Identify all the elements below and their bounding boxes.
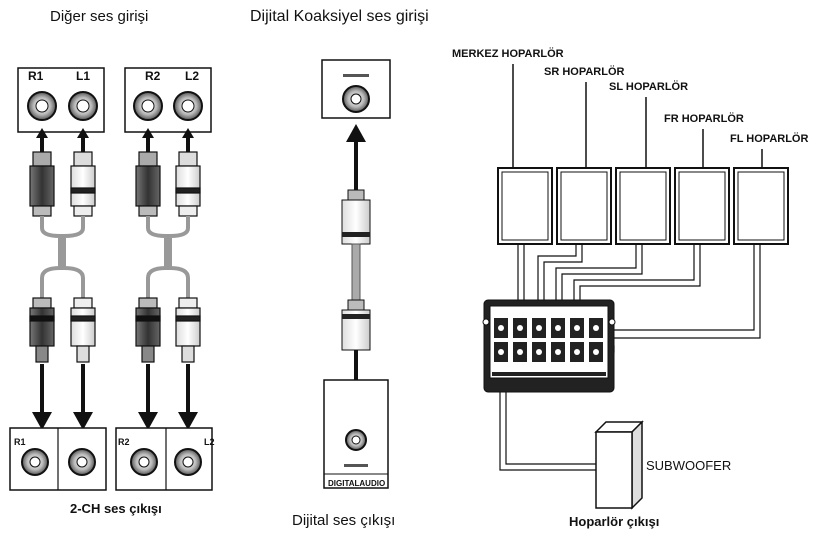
coax-input-panel [321, 59, 391, 119]
fr-speaker-label: FR HOPARLÖR [664, 113, 744, 125]
analog-output-panel-2 [115, 427, 213, 491]
digital-audio-panel-label: DIGITALAUDIO [328, 479, 386, 488]
output-arrows [32, 364, 198, 430]
subwoofer-box [594, 420, 644, 510]
coax-cable [341, 124, 371, 416]
fl-speaker-label: FL HOPARLÖR [730, 133, 809, 145]
two-ch-output-title: 2-CH ses çıkışı [70, 501, 162, 516]
upper-rca-plugs [29, 151, 201, 217]
analog-input-panel-2 [124, 67, 212, 133]
analog-cables [40, 216, 190, 298]
jack-label-r1: R1 [28, 69, 44, 83]
speaker-wires [499, 244, 761, 471]
speaker-boxes [497, 167, 789, 245]
jack-label-r2: R2 [145, 69, 161, 83]
out-jack-label-r2: R2 [118, 437, 130, 447]
digital-audio-output-title: Dijital ses çıkışı [292, 512, 396, 529]
speaker-terminal-panel [482, 299, 616, 393]
sr-speaker-label: SR HOPARLÖR [544, 66, 625, 78]
out-jack-label-l2: L2 [204, 437, 215, 447]
coax-output-panel [323, 379, 389, 489]
analog-output-panel-1 [9, 427, 107, 491]
speaker-leaders [512, 64, 763, 168]
subwoofer-label: SUBWOOFER [646, 458, 732, 473]
lower-rca-plugs [29, 297, 201, 363]
input-arrows [36, 128, 194, 152]
out-jack-label-r1: R1 [14, 437, 26, 447]
center-speaker-label: MERKEZ HOPARLÖR [452, 48, 564, 60]
digital-coaxial-input-title: Dijital Koaksiyel ses girişi [250, 8, 429, 25]
analog-input-panel-1 [17, 67, 105, 133]
speaker-output-title: Hoparlör çıkışı [569, 514, 660, 529]
other-audio-input-title: Diğer ses girişi [50, 8, 149, 25]
jack-label-l1: L1 [76, 69, 91, 83]
jack-label-l2: L2 [185, 69, 200, 83]
sl-speaker-label: SL HOPARLÖR [609, 81, 689, 93]
